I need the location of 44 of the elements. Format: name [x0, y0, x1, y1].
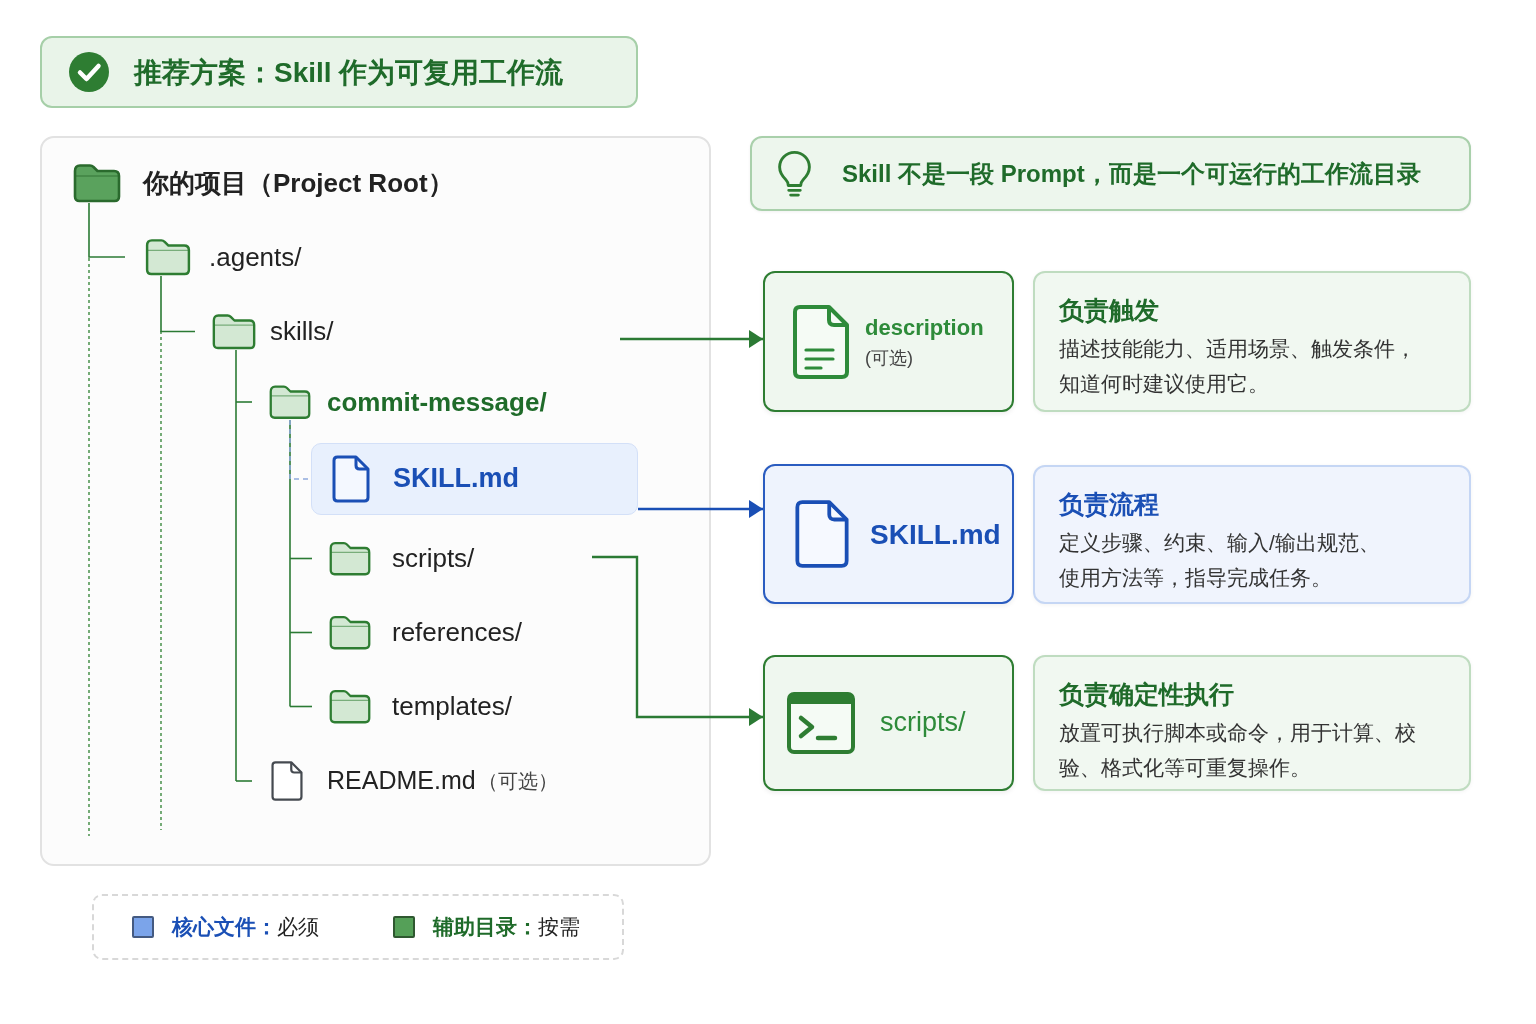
connector-line: [235, 780, 253, 782]
card-body-text: 放置可执行脚本或命令，用于计算、校验、格式化等可重复操作。: [1059, 720, 1417, 781]
title-text: 推荐方案：Skill 作为可复用工作流: [134, 55, 564, 90]
connector-line: [160, 275, 196, 333]
callout-text: Skill 不是一段 Prompt，而是一个可运行的工作流目录: [842, 158, 1421, 189]
component-card: [763, 655, 1014, 791]
connector-line: [235, 401, 253, 403]
optional-note: （可选）: [477, 768, 558, 794]
card-label: scripts/: [880, 706, 966, 740]
project-root-label: 你的项目（Project Root）: [143, 166, 454, 200]
connector-line: [235, 349, 237, 782]
card-body-text: 描述技能能力、适用场景、触发条件，知道何时建议使用它。: [1059, 336, 1417, 397]
card-label: SKILL.md: [870, 517, 1001, 552]
arrow: [592, 555, 763, 726]
folder-name: templates/: [392, 690, 512, 723]
card-heading: 负责触发: [1059, 295, 1160, 326]
tree-panel: [40, 136, 711, 866]
component-card: [763, 271, 1014, 412]
legend-text: 核心文件：必须: [172, 913, 319, 940]
folder-name: scripts/: [392, 542, 475, 575]
callout-banner: [750, 136, 1471, 211]
connector-line: [88, 202, 126, 258]
file-name: SKILL.md: [393, 462, 519, 496]
connector-line: [289, 705, 313, 708]
legend-text: 辅助目录：按需: [433, 913, 580, 940]
card-heading: 负责确定性执行: [1059, 679, 1235, 710]
arrow: [620, 330, 763, 348]
file-name: README.md: [327, 765, 476, 797]
folder-name: references/: [392, 616, 523, 649]
highlighted-file-row: [311, 443, 638, 515]
connector-line: [289, 631, 313, 634]
component-card: [763, 464, 1014, 604]
description-card: [1033, 465, 1471, 604]
folder-name: skills/: [270, 315, 334, 348]
description-card: [1033, 271, 1471, 412]
description-card: [1033, 655, 1471, 791]
card-heading: 负责流程: [1059, 489, 1160, 520]
card-label: description: [865, 313, 984, 341]
connector-line: [289, 557, 313, 560]
folder-name: commit-message/: [327, 385, 547, 419]
folder-name: .agents/: [209, 240, 302, 274]
arrow: [638, 500, 763, 518]
card-body-text: 定义步骤、约束、输入/输出规范、使用方法等，指导完成任务。: [1059, 530, 1381, 591]
optional-note: (可选): [865, 347, 914, 370]
